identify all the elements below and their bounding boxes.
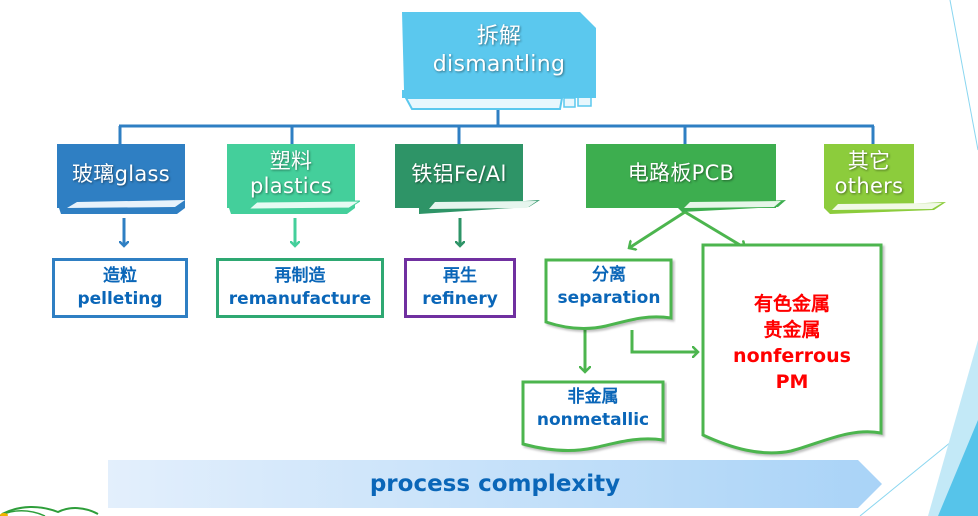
process-complexity-label: process complexity bbox=[369, 471, 621, 497]
separation-shape bbox=[544, 258, 673, 331]
category-pcb-en: PCB bbox=[691, 160, 735, 185]
output-nonferrous-cn2: 贵金属 bbox=[763, 319, 821, 341]
output-remanufacture[interactable]: 再制造 remanufacture bbox=[216, 258, 384, 318]
root-label-cn: 拆解 bbox=[476, 24, 522, 49]
output-nonferrous[interactable]: 有色金属 贵金属 nonferrous PM bbox=[701, 243, 887, 458]
output-remanufacture-cn: 再制造 bbox=[274, 266, 326, 286]
root-node[interactable]: 拆解 dismantling bbox=[402, 12, 596, 110]
output-nonferrous-en1: nonferrous bbox=[733, 345, 851, 367]
category-glass-en: glass bbox=[114, 161, 171, 186]
root-node-shape bbox=[402, 12, 596, 110]
output-separation-en: separation bbox=[557, 288, 661, 308]
category-others[interactable]: 其它 others bbox=[824, 144, 946, 214]
category-plastics-shape bbox=[227, 144, 360, 214]
category-metal-shape bbox=[395, 144, 540, 214]
category-plastics[interactable]: 塑料 plastics bbox=[227, 144, 360, 214]
output-nonmetallic-cn: 非金属 bbox=[567, 387, 619, 407]
arrow-pcb-nonferrous bbox=[684, 210, 745, 248]
logo-dot bbox=[0, 513, 8, 516]
category-others-en: others bbox=[834, 174, 904, 198]
output-pelleting[interactable]: 造粒 pelleting bbox=[52, 258, 188, 318]
output-pelleting-cn: 造粒 bbox=[103, 266, 137, 286]
output-pelleting-en: pelleting bbox=[77, 289, 163, 309]
nonferrous-shape bbox=[701, 243, 883, 455]
output-remanufacture-en: remanufacture bbox=[228, 289, 372, 309]
category-pcb-shape bbox=[586, 144, 786, 212]
output-nonmetallic-en: nonmetallic bbox=[536, 410, 650, 430]
logo-swirl bbox=[1, 506, 99, 515]
category-metal-cn: 铁铝 bbox=[411, 161, 454, 186]
arrow-pcb-separation bbox=[629, 210, 686, 248]
category-plastics-cn: 塑料 bbox=[269, 149, 313, 173]
category-plastics-en: plastics bbox=[250, 174, 332, 198]
root-label-en: dismantling bbox=[432, 52, 566, 77]
category-others-cn: 其它 bbox=[847, 149, 891, 173]
category-pcb-cn: 电路板 bbox=[627, 160, 692, 185]
decor-line-1 bbox=[949, 0, 978, 151]
category-metal-en: Fe/Al bbox=[453, 161, 507, 186]
category-glass-shape bbox=[57, 144, 185, 214]
output-refinery-cn: 再生 bbox=[443, 266, 477, 286]
output-separation[interactable]: 分离 separation bbox=[544, 258, 676, 334]
decor-triangle-dark bbox=[938, 420, 978, 516]
output-refinery-en: refinery bbox=[422, 289, 498, 309]
arrow-separation-nonferrous bbox=[630, 330, 698, 352]
category-glass-cn: 玻璃 bbox=[71, 161, 115, 186]
output-refinery[interactable]: 再生 refinery bbox=[404, 258, 516, 318]
process-complexity-bar: process complexity bbox=[108, 460, 882, 508]
output-separation-cn: 分离 bbox=[592, 265, 626, 285]
output-nonmetallic[interactable]: 非金属 nonmetallic bbox=[521, 380, 667, 456]
category-others-shape bbox=[824, 144, 946, 214]
nonmetallic-shape bbox=[521, 380, 665, 453]
output-nonferrous-cn1: 有色金属 bbox=[753, 293, 830, 315]
process-complexity-arrow bbox=[108, 460, 882, 508]
output-nonferrous-en2: PM bbox=[775, 371, 809, 393]
